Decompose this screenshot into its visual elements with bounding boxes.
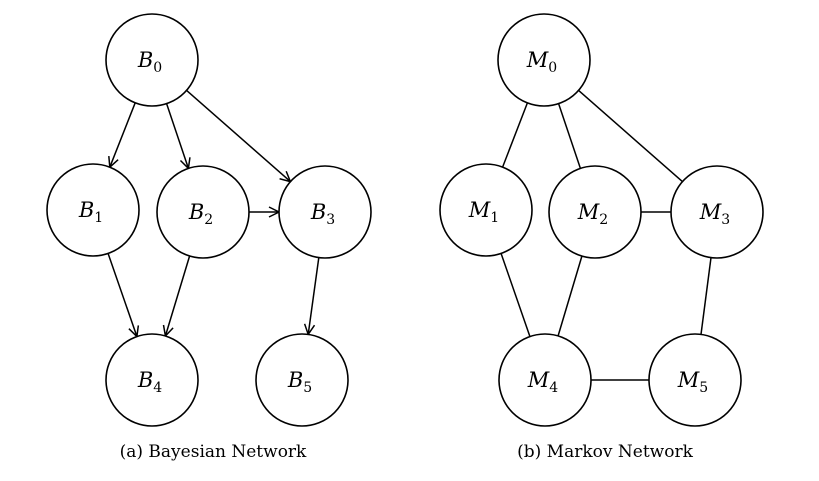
edge-b2-b4 bbox=[165, 255, 191, 336]
edge-b0-b3 bbox=[186, 89, 291, 181]
node-letter: B bbox=[137, 368, 153, 392]
node-label: M3 bbox=[699, 200, 730, 228]
node-subscript: 3 bbox=[721, 212, 730, 228]
edge-m0-m3 bbox=[578, 89, 683, 183]
edge-m2-m4 bbox=[557, 255, 583, 337]
bayesian-network-caption: (a) Bayesian Network bbox=[120, 442, 307, 462]
node-letter: B bbox=[287, 368, 303, 392]
node-m3: M3 bbox=[670, 165, 764, 259]
node-label: B2 bbox=[188, 200, 213, 228]
node-subscript: 0 bbox=[153, 60, 162, 76]
node-label: B5 bbox=[287, 368, 312, 396]
node-label: B1 bbox=[78, 198, 103, 226]
node-letter: B bbox=[137, 48, 153, 72]
node-label: M1 bbox=[468, 198, 499, 226]
node-subscript: 5 bbox=[699, 380, 708, 396]
node-letter: M bbox=[526, 48, 549, 72]
node-circle bbox=[498, 333, 592, 427]
node-b3: B3 bbox=[278, 165, 372, 259]
node-label: M4 bbox=[527, 368, 559, 396]
node-circle bbox=[670, 165, 764, 259]
node-label: M2 bbox=[577, 200, 608, 228]
node-circle bbox=[46, 163, 140, 257]
node-b4: B4 bbox=[105, 333, 199, 427]
edge-m3-m5 bbox=[700, 257, 712, 335]
edge-b0-b2 bbox=[165, 103, 189, 169]
node-subscript: 5 bbox=[303, 380, 312, 396]
node-subscript: 3 bbox=[326, 212, 335, 228]
node-letter: M bbox=[527, 368, 550, 392]
node-m1: M1 bbox=[439, 163, 533, 257]
node-letter: M bbox=[677, 368, 700, 392]
node-b0: B0 bbox=[105, 13, 199, 107]
node-letter: B bbox=[188, 200, 204, 224]
node-subscript: 1 bbox=[94, 210, 103, 226]
node-letter: M bbox=[577, 200, 600, 224]
node-m5: M5 bbox=[648, 333, 742, 427]
node-letter: B bbox=[310, 200, 326, 224]
edge-b0-b1 bbox=[110, 102, 136, 167]
edge-b3-b5 bbox=[308, 257, 320, 335]
node-circle bbox=[548, 165, 642, 259]
node-circle bbox=[648, 333, 742, 427]
node-circle bbox=[105, 333, 199, 427]
node-subscript: 4 bbox=[153, 380, 162, 396]
node-circle bbox=[255, 333, 349, 427]
node-b1: B1 bbox=[46, 163, 140, 257]
edge-m0-m2 bbox=[557, 103, 582, 169]
node-letter: B bbox=[78, 198, 94, 222]
edge-m1-m4 bbox=[500, 253, 531, 337]
node-circle bbox=[105, 13, 199, 107]
node-b2: B2 bbox=[156, 165, 250, 259]
node-label: B3 bbox=[310, 200, 335, 228]
node-circle bbox=[497, 13, 591, 107]
node-circle bbox=[278, 165, 372, 259]
node-subscript: 1 bbox=[490, 210, 499, 226]
node-label: M5 bbox=[677, 368, 708, 396]
edge-m0-m1 bbox=[501, 102, 529, 168]
markov-network-caption: (b) Markov Network bbox=[517, 442, 693, 462]
node-circle bbox=[439, 163, 533, 257]
node-label: B4 bbox=[137, 368, 162, 396]
node-label: M0 bbox=[526, 48, 557, 76]
node-m0: M0 bbox=[497, 13, 591, 107]
node-subscript: 0 bbox=[548, 60, 557, 76]
node-label: B0 bbox=[137, 48, 162, 76]
node-circle bbox=[156, 165, 250, 259]
node-letter: M bbox=[468, 198, 491, 222]
node-subscript: 2 bbox=[599, 212, 608, 228]
node-m4: M4 bbox=[498, 333, 592, 427]
edge-b1-b4 bbox=[107, 253, 137, 337]
node-m2: M2 bbox=[548, 165, 642, 259]
node-b5: B5 bbox=[255, 333, 349, 427]
node-letter: M bbox=[699, 200, 722, 224]
node-subscript: 4 bbox=[549, 380, 558, 396]
node-subscript: 2 bbox=[204, 212, 213, 228]
